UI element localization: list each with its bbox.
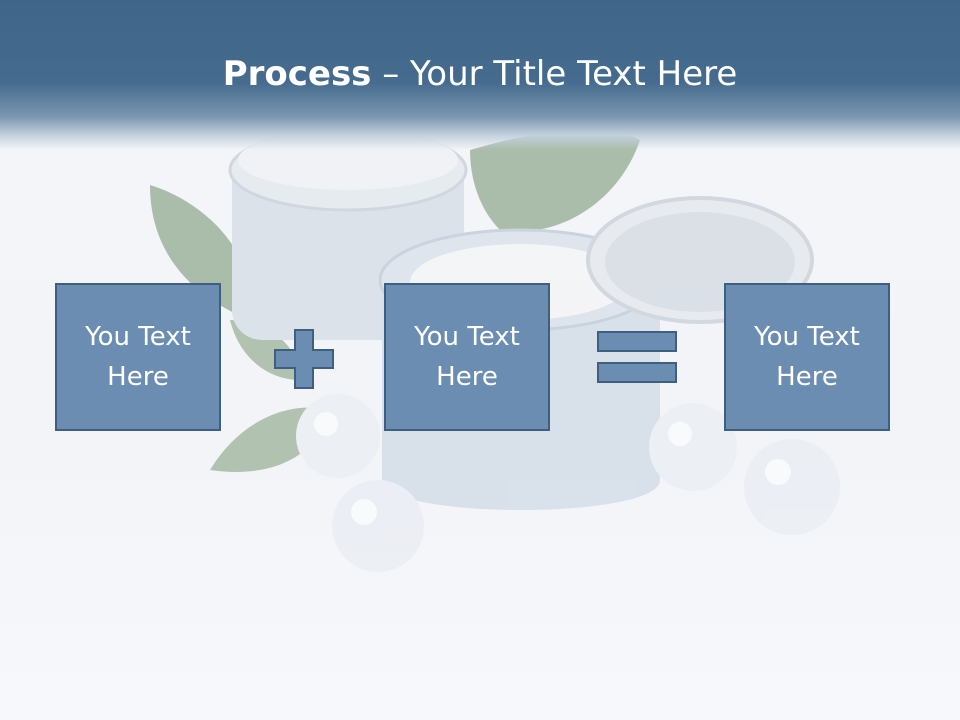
process-box-2-text: You Text Here: [414, 322, 520, 392]
plus-icon: [274, 329, 334, 389]
process-box-1-text: You Text Here: [85, 322, 191, 392]
process-box-3-text: You Text Here: [754, 322, 860, 392]
title-bold: Process: [222, 54, 372, 94]
equals-icon: [597, 331, 677, 383]
process-box-2[interactable]: You Text Here: [384, 283, 550, 431]
slide-title: Process – Your Title Text Here: [0, 52, 960, 96]
title-banner: [0, 0, 960, 150]
process-box-3[interactable]: You Text Here: [724, 283, 890, 431]
title-rest: – Your Title Text Here: [371, 54, 738, 94]
process-box-1[interactable]: You Text Here: [55, 283, 221, 431]
